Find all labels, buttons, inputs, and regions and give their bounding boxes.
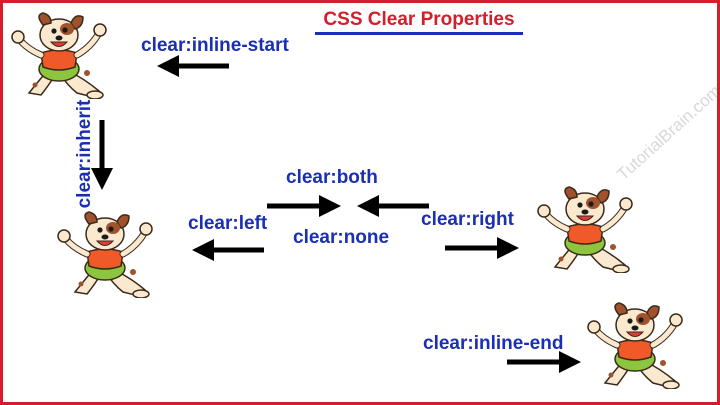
arrow-inline-start	[157, 55, 229, 77]
label-clear-both: clear:both	[286, 167, 378, 188]
dog-mascot-bottom-right	[583, 299, 693, 389]
arrow-clear-both	[267, 195, 341, 217]
arrow-inline-end	[507, 351, 581, 373]
label-clear-left: clear:left	[188, 213, 268, 234]
watermark-text: TutorialBrain.com	[613, 81, 720, 185]
label-clear-none: clear:none	[293, 227, 390, 248]
label-clear-right: clear:right	[421, 209, 514, 230]
dog-mascot-top-left	[7, 9, 117, 99]
label-clear-inline-end: clear:inline-end	[423, 333, 564, 354]
label-clear-inline-start: clear:inline-start	[141, 35, 289, 56]
arrow-clear-left	[192, 239, 264, 261]
arrow-clear-none	[357, 195, 429, 217]
title-underline	[315, 32, 523, 35]
dog-mascot-right	[533, 183, 643, 273]
diagram-title: CSS Clear Properties	[323, 9, 515, 30]
arrow-inherit	[91, 120, 113, 190]
dog-mascot-left	[53, 208, 163, 298]
arrow-clear-right	[445, 237, 519, 259]
